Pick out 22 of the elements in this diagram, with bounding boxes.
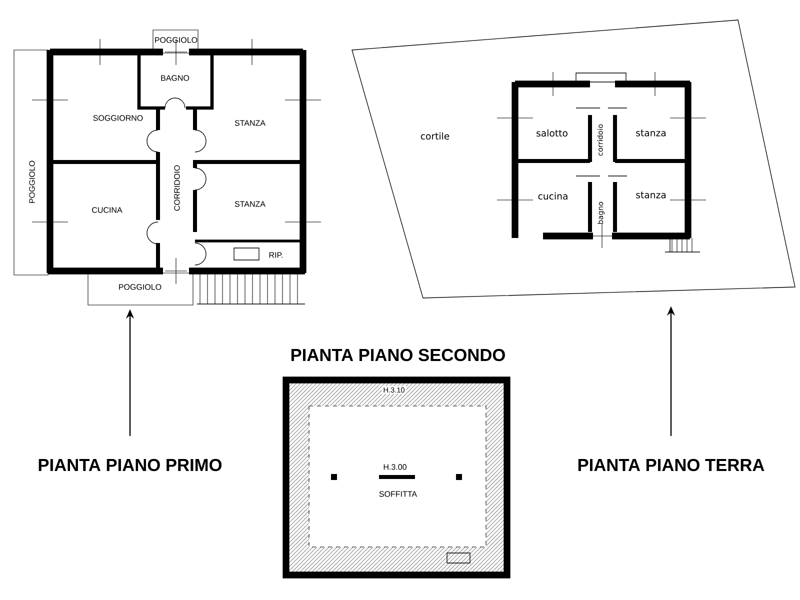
floor-plan-drawing xyxy=(352,20,796,298)
room-label: SOGGIORNO xyxy=(93,115,143,121)
room-label: STANZA xyxy=(234,120,266,126)
room-label: BAGNO xyxy=(161,75,190,81)
room-label: stanza xyxy=(636,130,666,136)
room-label: POGGIOLO xyxy=(29,160,35,203)
floor-plan-drawing xyxy=(14,30,322,306)
room-label: stanza xyxy=(636,192,666,198)
room-label: STANZA xyxy=(234,201,266,207)
room-label: salotto xyxy=(536,129,568,137)
height-label: H.3.00 xyxy=(382,462,408,472)
room-label: cucina xyxy=(538,192,568,200)
caption: PIANTA PIANO TERRA xyxy=(578,458,764,472)
room-label: SOFFITTA xyxy=(378,490,418,498)
room-label: POGGIOLO xyxy=(119,284,162,290)
room-label: POGGIOLO xyxy=(155,37,198,43)
room-label: RIP. xyxy=(269,252,283,258)
room-label: CORRIDOIO xyxy=(174,165,180,211)
heading: PIANTA PIANO SECONDO xyxy=(291,348,505,362)
room-label: cortile xyxy=(420,132,450,140)
caption: PIANTA PIANO PRIMO xyxy=(38,458,222,472)
room-label: CUCINA xyxy=(92,207,122,213)
